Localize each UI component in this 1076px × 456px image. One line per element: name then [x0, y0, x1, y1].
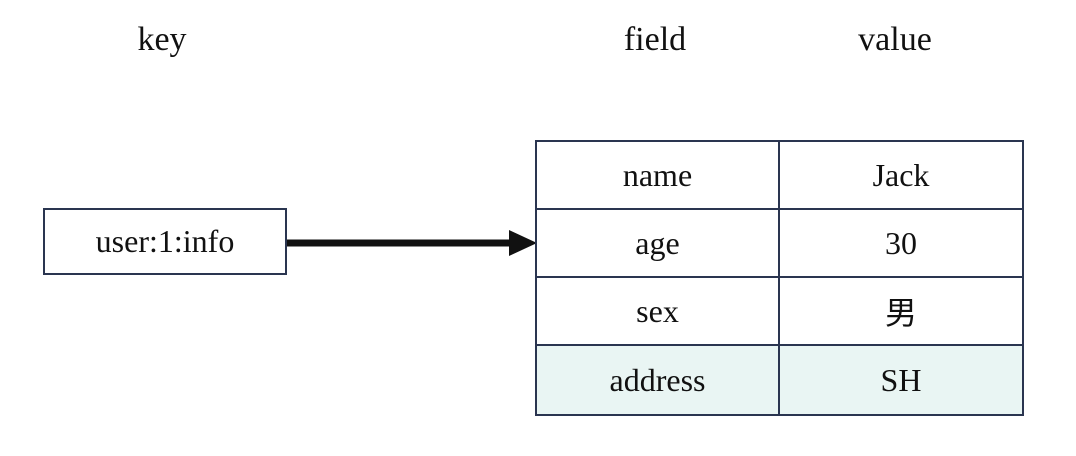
hash-row-address: address SH: [537, 346, 1022, 414]
hash-table: name Jack age 30 sex 男 address SH: [535, 140, 1024, 416]
value-cell: SH: [880, 361, 922, 398]
field-cell: address: [537, 346, 780, 414]
hash-row-age: age 30: [537, 210, 1022, 278]
pointer-arrow: [287, 230, 537, 256]
value-cell: Jack: [872, 156, 930, 193]
field-cell: name: [537, 142, 780, 208]
hash-row-name: name Jack: [537, 142, 1022, 210]
key-header: key: [137, 21, 187, 58]
key-label: user:1:info: [95, 223, 235, 259]
field-cell: age: [537, 210, 780, 276]
field-cell: sex: [537, 278, 780, 344]
hash-row-sex: sex 男: [537, 278, 1022, 346]
value-cell: 30: [885, 224, 917, 261]
key-box: user:1:info: [43, 208, 287, 275]
value-cell: 男: [884, 295, 917, 331]
field-header: field: [623, 21, 687, 58]
value-header: value: [858, 21, 932, 58]
